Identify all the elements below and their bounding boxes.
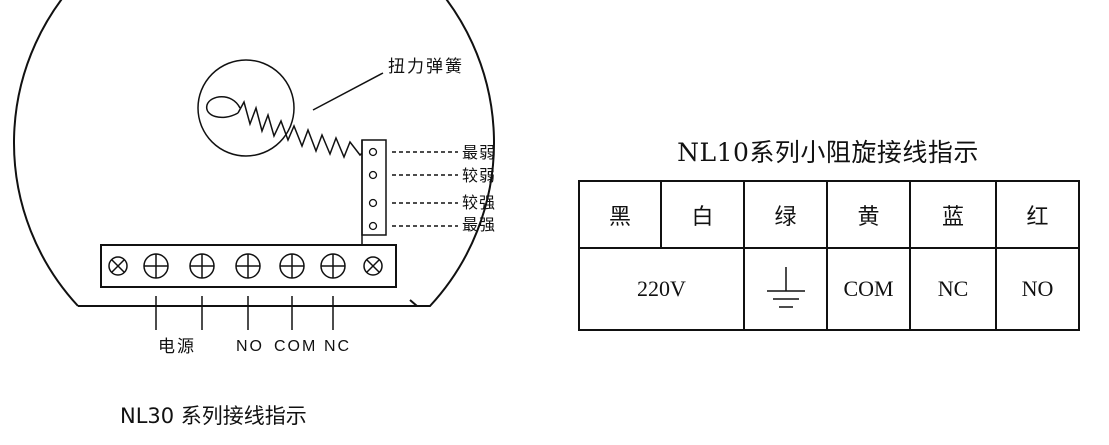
adjust-hole-3 bbox=[368, 198, 378, 208]
terminal-1-icon bbox=[143, 253, 169, 279]
header-yellow: 黄 bbox=[826, 180, 911, 249]
terminal-label-power: 电源 bbox=[158, 337, 196, 357]
header-white: 白 bbox=[660, 180, 745, 249]
cell-power: 220V bbox=[578, 247, 745, 331]
header-black: 黑 bbox=[578, 180, 662, 249]
strength-label-weak: 较弱 bbox=[462, 166, 496, 185]
cell-ground bbox=[743, 247, 828, 331]
strength-label-strong: 较强 bbox=[462, 193, 496, 212]
nl30-caption: NL30 系列接线指示 bbox=[120, 404, 307, 428]
terminal-4-icon bbox=[279, 253, 305, 279]
nl30-housing-diagram: 扭力弹簧 最弱 较弱 较强 最强 bbox=[13, 0, 496, 357]
ground-icon bbox=[766, 267, 805, 308]
terminal-label-nc: NC bbox=[324, 338, 351, 355]
terminal-3-icon bbox=[235, 253, 261, 279]
nl10-wiring-table: 黑 白 绿 黄 蓝 红 220V COM NC NO bbox=[578, 180, 1080, 331]
strength-label-weakest: 最弱 bbox=[462, 143, 496, 162]
header-red: 红 bbox=[995, 180, 1080, 249]
terminal-label-no: NO bbox=[236, 338, 264, 355]
screw-left-icon bbox=[108, 256, 128, 276]
adjustment-plate bbox=[361, 139, 387, 236]
housing-outline bbox=[13, 0, 495, 307]
screw-right-icon bbox=[363, 256, 383, 276]
header-blue: 蓝 bbox=[909, 180, 997, 249]
adjust-hole-2 bbox=[368, 170, 378, 180]
terminal-2-icon bbox=[189, 253, 215, 279]
cell-com: COM bbox=[826, 247, 911, 331]
table-value-row: 220V COM NC NO bbox=[578, 247, 1080, 331]
cell-no: NO bbox=[995, 247, 1080, 331]
header-green: 绿 bbox=[743, 180, 828, 249]
strength-label-strongest: 最强 bbox=[462, 215, 496, 234]
spring-spiral-icon bbox=[206, 96, 241, 119]
table-header-row: 黑 白 绿 黄 蓝 红 bbox=[578, 180, 1080, 249]
terminal-label-com: COM bbox=[274, 338, 317, 355]
table-title: NL10系列小阻旋接线指示 bbox=[677, 138, 979, 167]
adjust-hole-1 bbox=[368, 147, 378, 157]
cell-nc: NC bbox=[909, 247, 997, 331]
adjust-hole-4 bbox=[368, 221, 378, 231]
terminal-5-icon bbox=[320, 253, 346, 279]
spring-label: 扭力弹簧 bbox=[388, 57, 464, 77]
torsion-spring bbox=[237, 100, 369, 159]
spring-drum bbox=[197, 59, 295, 157]
